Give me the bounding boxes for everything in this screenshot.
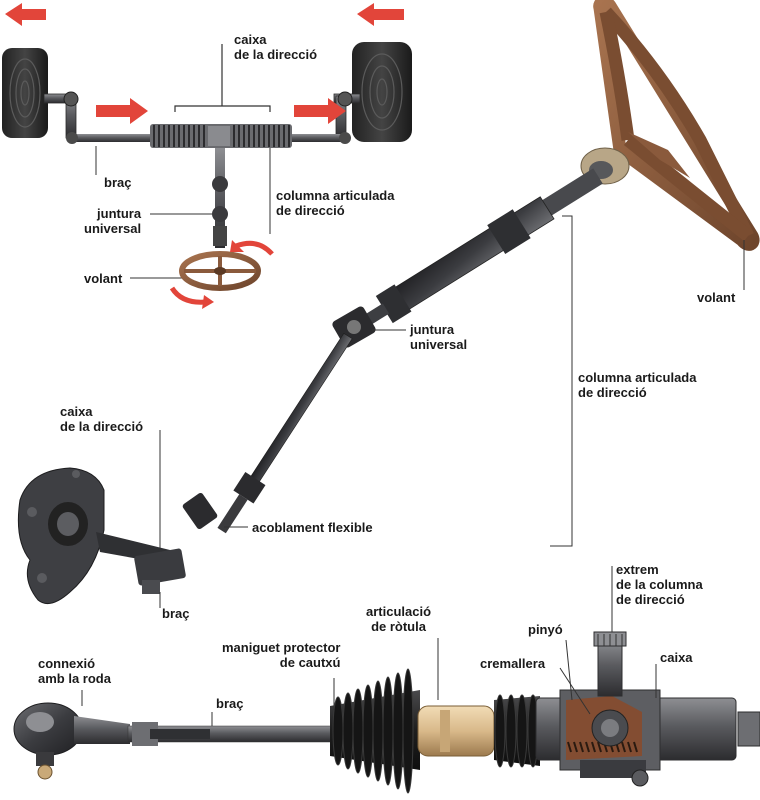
arrow-right-icon [96, 98, 148, 124]
arrow-right-icon [294, 98, 346, 124]
flexible-coupling-icon [182, 493, 218, 529]
label-bot-caixa: caixa [660, 650, 693, 665]
arrow-left-icon [357, 3, 404, 26]
tyre-right-icon [352, 42, 412, 142]
bottom-assembly [13, 566, 760, 794]
label-mid-brac: braç [162, 606, 190, 621]
label-mid-columna: columna articulada de direcció [578, 370, 697, 400]
top-rack-bellows [150, 124, 292, 148]
steering-wheel-icon [580, 0, 760, 251]
rotation-arrow-icon [169, 286, 214, 309]
arrow-left-icon [5, 3, 46, 26]
label-bot-pinyo: pinyó [528, 622, 563, 637]
rotation-arrow-icon [230, 240, 274, 256]
label-bot-extrem: extrem de la columna de direcció [616, 562, 703, 607]
label-top-caixa: caixa de la direcció [234, 32, 318, 62]
rack-housing-icon [535, 689, 760, 787]
tyre-left-icon [2, 48, 48, 138]
steering-knuckle-icon [17, 467, 186, 605]
label-mid-caixa: caixa de la direcció [60, 404, 144, 434]
rubber-boot-icon [330, 668, 420, 794]
label-bot-brac: braç [216, 696, 244, 711]
label-mid-acoblament: acoblament flexible [252, 520, 373, 535]
label-bot-cremallera: cremallera [480, 656, 546, 671]
pinion-shaft-icon [593, 631, 627, 697]
inner-ball-joint-icon [417, 705, 495, 757]
label-mid-juntura: juntura universal [410, 322, 468, 352]
label-bot-maniguet: maniguet protector de cautxú [222, 640, 341, 670]
label-top-columna: columna articulada de direcció [276, 188, 395, 218]
middle-assembly [17, 0, 760, 608]
label-bot-connexio: connexió amb la roda [38, 656, 111, 686]
label-top-volant: volant [84, 271, 123, 286]
label-top-juntura: juntura universal [84, 206, 142, 236]
label-bot-articulacio: articulació de ròtula [366, 604, 432, 634]
label-mid-volant: volant [697, 290, 736, 305]
top-schematic [2, 3, 412, 309]
ball-joint-icon [13, 702, 130, 780]
label-top-brac: braç [104, 175, 132, 190]
small-steering-wheel-icon [179, 251, 261, 291]
